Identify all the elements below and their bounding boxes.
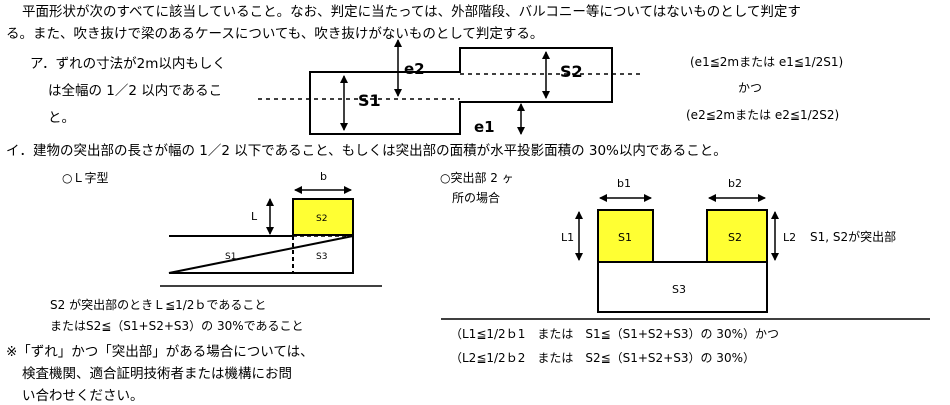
projection-condition-2: （L2≦1/2ｂ2 または S2≦（S1+S2+S3）の 30%） (450, 351, 755, 365)
label-proj-s2: S2 (728, 231, 742, 244)
l-shape-label-b: b (320, 170, 327, 183)
item-a-line-2: は全幅の 1／2 以内であるこ (48, 83, 223, 99)
l-shape-s2-highlight (292, 198, 354, 236)
intro-line-2: る。また、吹き抜けで梁のあるケースについても、吹き抜けがないものとして判定する。 (6, 26, 544, 42)
l-shape-diagram: b L S1 S2 S3 (160, 170, 382, 287)
label-l1: L1 (561, 231, 574, 244)
l-shape-label-l: L (251, 210, 258, 223)
offset-condition-and: かつ (738, 81, 763, 95)
label-b1: b1 (617, 177, 631, 190)
l-shape-title: ○Ｌ字型 (62, 171, 109, 185)
label-e1: e1 (474, 118, 495, 136)
label-s1: S1 (358, 91, 381, 110)
offset-condition-2: (e2≦2mまたは e2≦1/2S2) (686, 108, 840, 122)
footnote-line-2: 検査機関、適合証明技術者または機構にお問 (22, 366, 292, 382)
l-shape-label-s3: S3 (316, 252, 327, 262)
l-shape-note-1: S2 が突出部のときＬ≦1/2ｂであること (50, 298, 267, 312)
label-l2: L2 (783, 231, 796, 244)
label-e2: e2 (404, 60, 425, 78)
label-proj-s1: S1 (618, 231, 632, 244)
l-shape-label-s1: S1 (225, 252, 236, 262)
intro-line-1: 平面形状が次のすべてに該当していること。なお、判定に当たっては、外部階段、バルコ… (22, 4, 801, 20)
l-shape-label-s2: S2 (316, 214, 327, 224)
projection-base-outline (597, 262, 768, 313)
projection-s1-highlight (597, 209, 654, 263)
label-proj-s3: S3 (672, 283, 686, 296)
l-shape-outline (168, 234, 354, 274)
two-projection-title-1: ○突出部 2 ヶ (440, 171, 514, 185)
l-shape-note-2: またはS2≦（S1+S2+S3）の 30%であること (50, 319, 304, 333)
projection-label: S1, S2が突出部 (810, 230, 897, 244)
item-i-line: イ．建物の突出部の長さが幅の 1／2 以下であること、もしくは突出部の面積が水平… (6, 143, 727, 159)
offset-plan-outline (309, 47, 613, 135)
two-projection-diagram: b1 b2 L1 L2 S1 S2 S3 (441, 177, 930, 320)
footnote-line-1: ※「ずれ」かつ「突出部」がある場合については、 (6, 344, 314, 360)
two-projection-title-2: 所の場合 (452, 191, 501, 205)
offset-condition-1: (e1≦2mまたは e1≦1/2S1) (690, 55, 844, 69)
item-a-line-3: と。 (48, 110, 75, 126)
item-a-line-1: ア．ずれの寸法が2m以内もしく (30, 56, 226, 72)
footnote-line-3: い合わせください。 (22, 388, 144, 404)
projection-condition-1: （L1≦1/2ｂ1 または S1≦（S1+S2+S3）の 30%）かつ (450, 327, 779, 341)
offset-diagram: S1 S2 e2 e1 (258, 39, 640, 136)
label-b2: b2 (728, 177, 742, 190)
label-s2: S2 (560, 62, 583, 81)
